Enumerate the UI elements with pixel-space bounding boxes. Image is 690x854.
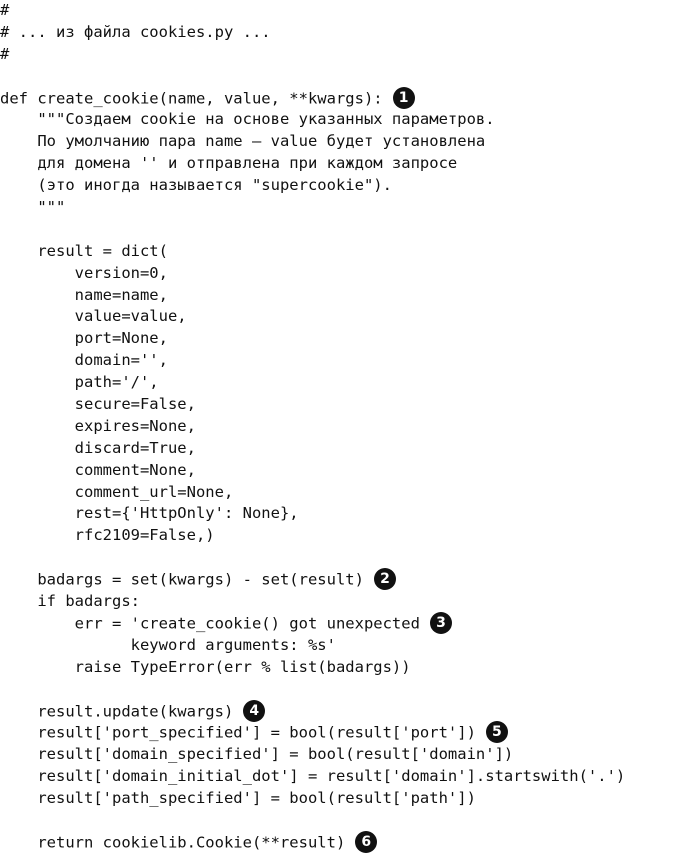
- code-line: [0, 66, 690, 88]
- callout-marker: 2: [373, 568, 396, 591]
- code-line: rest={'HttpOnly': None},: [0, 503, 690, 525]
- code-line-text: """: [0, 198, 66, 217]
- code-line-text: value=value,: [0, 307, 187, 326]
- code-line: [0, 810, 690, 832]
- code-line: [0, 679, 690, 701]
- code-line-text: domain='',: [0, 351, 168, 370]
- code-line: result['path_specified'] = bool(result['…: [0, 788, 690, 810]
- code-line: comment=None,: [0, 460, 690, 482]
- code-line: [0, 547, 690, 569]
- code-line: port=None,: [0, 328, 690, 350]
- code-line-text: secure=False,: [0, 395, 196, 414]
- code-line-text: result['domain_specified'] = bool(result…: [0, 745, 514, 764]
- code-line-text: return cookielib.Cookie(**result): [0, 833, 346, 852]
- code-line-text: #: [0, 44, 10, 63]
- code-line: if badargs:: [0, 591, 690, 613]
- code-line: #: [0, 0, 690, 22]
- code-line-text: rfc2109=False,): [0, 526, 215, 545]
- code-line-text: #: [0, 1, 10, 19]
- code-line-text: if badargs:: [0, 592, 140, 611]
- code-line-text: # ... из файла cookies.py ...: [0, 22, 271, 41]
- code-line: По умолчанию пара name – value будет уст…: [0, 131, 690, 153]
- code-line-text: comment=None,: [0, 460, 196, 479]
- code-line: raise TypeError(err % list(badargs)): [0, 657, 690, 679]
- code-line-text: По умолчанию пара name – value будет уст…: [0, 132, 486, 151]
- code-line-text: def create_cookie(name, value, **kwargs)…: [0, 89, 383, 108]
- code-line: result['port_specified'] = bool(result['…: [0, 721, 690, 744]
- code-line-text: version=0,: [0, 263, 168, 282]
- callout-marker: 3: [429, 611, 452, 634]
- code-line-text: result['domain_initial_dot'] = result['d…: [0, 767, 626, 786]
- code-line: def create_cookie(name, value, **kwargs)…: [0, 86, 690, 110]
- code-line: для домена '' и отправлена при каждом за…: [0, 153, 690, 175]
- code-line: """: [0, 197, 690, 219]
- code-line-text: port=None,: [0, 329, 168, 348]
- code-line-text: path='/',: [0, 373, 159, 392]
- code-line-text: badargs = set(kwargs) - set(result): [0, 570, 364, 589]
- code-line-text: err = 'create_cookie() got unexpected: [0, 614, 420, 633]
- callout-marker: 4: [243, 699, 266, 722]
- code-line-text: discard=True,: [0, 438, 196, 457]
- code-line: discard=True,: [0, 438, 690, 460]
- code-line-text: rest={'HttpOnly': None},: [0, 504, 299, 523]
- code-line-text: raise TypeError(err % list(badargs)): [0, 657, 411, 676]
- callout-marker: 5: [485, 721, 508, 744]
- code-line-text: result['path_specified'] = bool(result['…: [0, 789, 476, 808]
- code-line: (это иногда называется "supercookie").: [0, 175, 690, 197]
- code-line: return cookielib.Cookie(**result) 6: [0, 830, 690, 854]
- code-line: value=value,: [0, 306, 690, 328]
- code-line: result = dict(: [0, 241, 690, 263]
- code-line-text: result.update(kwargs): [0, 702, 234, 720]
- code-line: name=name,: [0, 285, 690, 307]
- code-line-text: keyword arguments: %s': [0, 635, 336, 654]
- code-line: path='/',: [0, 372, 690, 394]
- code-line-text: name=name,: [0, 285, 168, 304]
- code-line: #: [0, 44, 690, 66]
- code-line: keyword arguments: %s': [0, 635, 690, 657]
- code-line: version=0,: [0, 263, 690, 285]
- code-line: [0, 219, 690, 241]
- code-line: result.update(kwargs) 4: [0, 699, 690, 723]
- callout-marker: 1: [392, 86, 415, 109]
- code-line: # ... из файла cookies.py ...: [0, 22, 690, 44]
- code-line-text: result['port_specified'] = bool(result['…: [0, 723, 476, 742]
- code-line-text: для домена '' и отправлена при каждом за…: [0, 154, 458, 173]
- code-line: expires=None,: [0, 416, 690, 438]
- code-line: comment_url=None,: [0, 482, 690, 504]
- code-line: domain='',: [0, 350, 690, 372]
- code-line: secure=False,: [0, 394, 690, 416]
- code-line-text: result = dict(: [0, 241, 168, 260]
- code-line-text: comment_url=None,: [0, 482, 234, 501]
- code-line-text: expires=None,: [0, 416, 196, 435]
- callout-marker: 6: [355, 830, 378, 853]
- code-line: result['domain_initial_dot'] = result['d…: [0, 766, 690, 788]
- code-line: rfc2109=False,): [0, 525, 690, 547]
- code-line: result['domain_specified'] = bool(result…: [0, 744, 690, 766]
- code-line: badargs = set(kwargs) - set(result) 2: [0, 568, 690, 591]
- code-line-text: """Создаем cookie на основе указанных па…: [0, 110, 495, 129]
- code-line: err = 'create_cookie() got unexpected 3: [0, 611, 690, 635]
- code-line-text: (это иногда называется "supercookie").: [0, 176, 392, 195]
- code-line: """Создаем cookie на основе указанных па…: [0, 109, 690, 131]
